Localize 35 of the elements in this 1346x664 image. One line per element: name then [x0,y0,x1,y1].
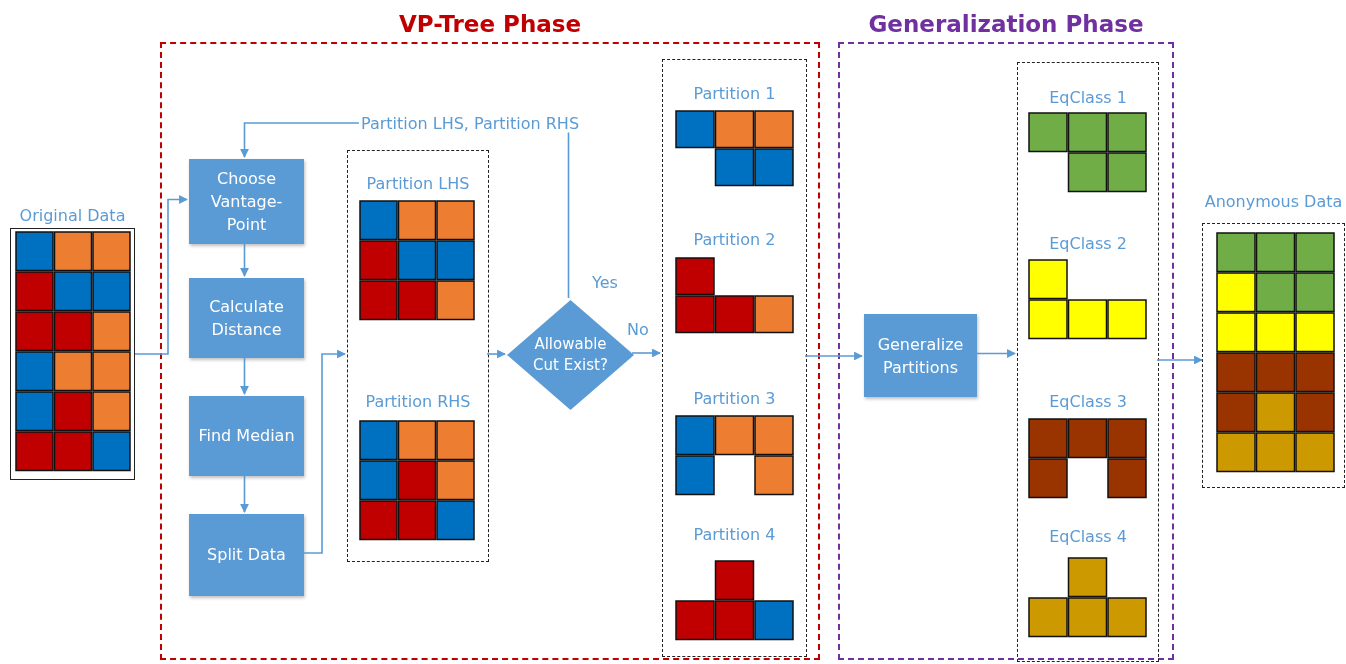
phase-title: VP-Tree Phase [397,11,583,37]
partition-title: Partition 2 [692,229,777,249]
data-title: Original Data [18,205,127,225]
arrow [240,241,249,277]
process-box [189,396,304,476]
arrow [804,351,863,361]
process-box [189,159,304,244]
partition-title: EqClass 1 [1048,87,1128,107]
partition-title: EqClass 3 [1048,391,1128,411]
arrow [486,349,506,359]
partition-title: Partition 4 [692,524,777,544]
arrow [1156,355,1203,365]
partition-title: Partition 1 [692,83,777,103]
step-label: Find Median [197,425,296,448]
process-box [864,314,977,397]
process-box [189,278,304,358]
arrow [631,348,661,358]
data-title: Anonymous Data [1203,191,1344,211]
process-box [189,514,304,596]
partition-title: EqClass 4 [1048,526,1128,546]
arrow [134,195,188,355]
step-label: Allowable Cut Exist? [532,334,609,376]
partition-title: Partition LHS [365,173,471,193]
partition-title: EqClass 2 [1048,233,1128,253]
arrow [240,473,249,513]
partition-title: Partition RHS [364,391,472,411]
arrow [240,355,249,395]
step-label: Calculate Distance [208,295,285,341]
step-label: Choose Vantage-Point [209,167,284,237]
step-label: Split Data [206,544,287,567]
phase-title: Generalization Phase [867,11,1145,37]
partition-title: Partition 3 [692,388,777,408]
step-label: Generalize Partitions [876,333,965,379]
arrow [974,349,1016,358]
arrow [301,349,346,554]
